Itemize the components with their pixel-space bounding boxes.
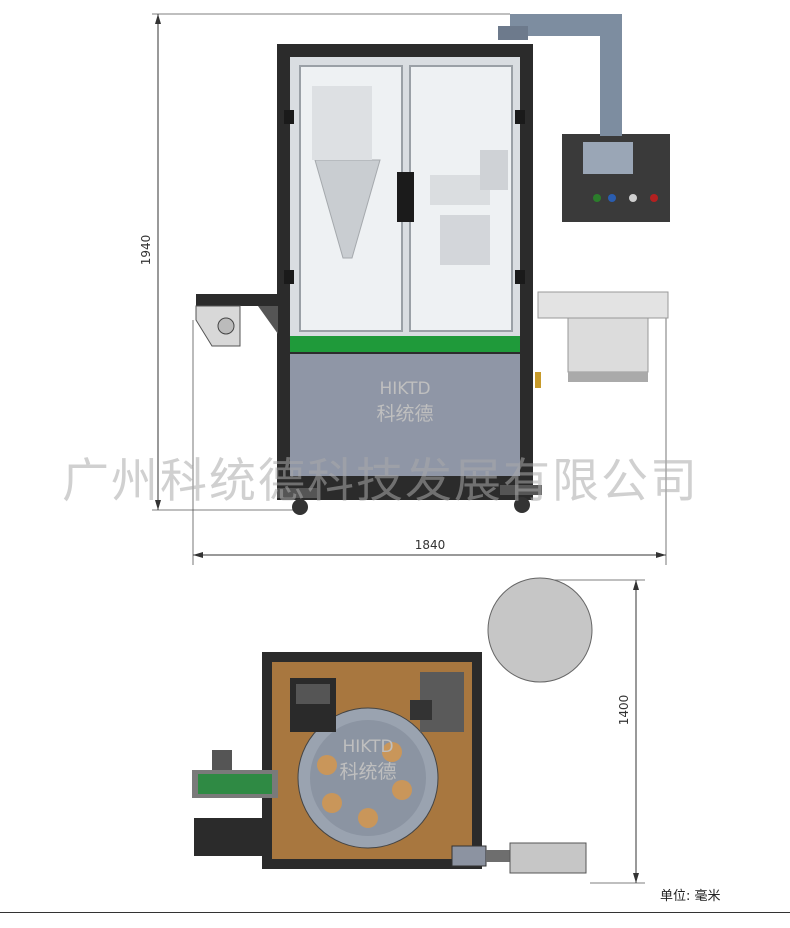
height-dim-label: 1940	[139, 235, 153, 266]
hinge	[284, 270, 294, 284]
left-conveyor-top	[192, 750, 278, 798]
inner-mechanism-3	[480, 150, 508, 190]
depth-dim-label: 1400	[617, 695, 631, 726]
left-conveyor	[195, 294, 278, 347]
top-brand-cn: 科统德	[339, 761, 396, 783]
control-box	[562, 134, 670, 222]
top-brand-latin: HIKTD	[342, 737, 393, 757]
turret-pocket	[317, 755, 337, 775]
width-dimension: 1840	[192, 315, 667, 565]
unit-label: 单位: 毫米	[660, 889, 721, 904]
depth-dimension: 1400	[545, 579, 645, 884]
blue-button-icon	[608, 194, 616, 202]
turret-pocket	[382, 742, 402, 762]
right-feeding-table	[535, 291, 669, 388]
front-brand-cn: 科统德	[376, 403, 433, 425]
green-button-icon	[593, 194, 601, 202]
lower-cabinet-panel	[290, 354, 520, 476]
turret-pocket	[392, 780, 412, 800]
red-button-icon	[650, 194, 658, 202]
front-view: 1940 1840 HIK	[139, 13, 670, 565]
hinge	[284, 110, 294, 124]
hinge	[515, 270, 525, 284]
company-watermark: 广州科统德科技发展有限公司	[62, 454, 699, 509]
bottle-turntable	[487, 577, 593, 683]
front-brand-latin: HIKTD	[379, 379, 430, 399]
caster-left	[277, 488, 317, 515]
caster-right	[500, 485, 542, 513]
door-handle	[397, 172, 414, 222]
hopper-top	[312, 86, 372, 160]
hmi-screen	[583, 142, 633, 174]
turret-pocket	[322, 793, 342, 813]
white-button-icon	[629, 194, 637, 202]
bottom-rule	[0, 912, 790, 913]
green-band	[290, 336, 520, 352]
control-duct	[498, 14, 622, 136]
inner-mechanism-2	[440, 215, 490, 265]
electrical-box	[194, 818, 268, 856]
discharge-conveyor	[451, 842, 587, 874]
turret-pocket	[358, 808, 378, 828]
height-dimension: 1940	[139, 13, 510, 511]
top-view: 1400 HIKTD 科统德	[192, 577, 645, 884]
auger-motor-cap	[296, 684, 330, 704]
width-dim-label: 1840	[415, 538, 446, 552]
hinge	[515, 110, 525, 124]
capping-head	[410, 700, 432, 720]
